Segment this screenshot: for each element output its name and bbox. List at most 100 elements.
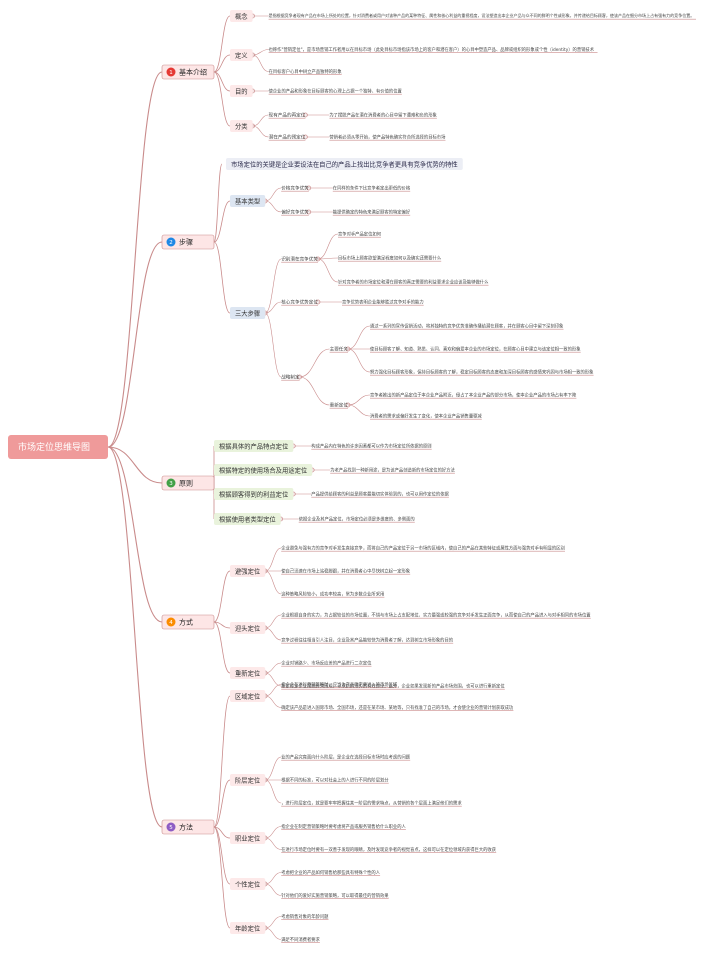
leaf-text: 竞争对手产品定位如何 — [338, 231, 382, 238]
leaf-text: 根据不同的标准，可以对社会上的人进行不同的阶层划分 — [281, 777, 389, 784]
branch-number: 4 — [169, 620, 173, 626]
leaf-text: 指企业在进行营销策略时，应当为产品确定要进入的市场区域 — [281, 681, 398, 688]
topic-4-2-label: 迎头定位 — [235, 624, 261, 633]
topic-5-5[interactable] — [230, 922, 266, 934]
leaf-text: 通过一系列的宣传促销活动，将其独特的竞争优势准确传播给潜在顾客，并在顾客心目中留… — [370, 323, 564, 330]
leaf-text: 考虑把企业的产品如何销售给那些具有特殊个性的人 — [281, 869, 381, 876]
branch-label: 方法 — [179, 823, 193, 832]
item-label: 战略制定 — [281, 374, 300, 381]
topic-3-3[interactable] — [214, 488, 294, 500]
topic-4-1-label: 避强定位 — [235, 567, 261, 576]
leaf-text: 目标市场上顾客欲望满足程度如何以及确实还需要什么 — [338, 255, 442, 262]
leaf-text: 指企业在制定营销策略时要考虑将产品或服务销售给什么职业的人 — [281, 823, 406, 830]
topic-5-3[interactable] — [230, 832, 266, 844]
topic-3-3-label: 根据顾客得到的利益定位 — [219, 490, 289, 499]
leaf-text: 使自己迅速在市场上站稳脚跟，并在消费者心中尽快树立起一定形象 — [281, 568, 411, 575]
leaf-text: 为老产品找到一种新用途，是为该产品创造新的市场定位的好方法 — [330, 467, 455, 474]
topic-1-2-label: 定义 — [235, 51, 248, 60]
topic-5-2-label: 阶层定位 — [235, 776, 261, 785]
topic-4-1[interactable] — [230, 565, 266, 577]
topic-1-4[interactable] — [230, 120, 253, 132]
leaf-text: 营销者必须从零开始，使产品特色确实符合所选择的目标市场 — [329, 134, 446, 141]
topic-5-3-label: 职业定位 — [235, 834, 261, 843]
leaf-text: 这种策略风险较小，成功率较高，常为多数企业所采用 — [281, 591, 384, 598]
mind-map-nodes: 市场定位思维导图 1 基本介绍 概念 是指根据竞争者现有产品在市场上所处的位置，针对消费… — [8, 10, 694, 943]
leaf-text: 企业对销路少、市场反应差的产品进行二次定位 — [281, 660, 372, 667]
leaf-text: 竞争优势表明企业能够胜过竞争对手的能力 — [342, 299, 424, 306]
headline-box-label: 市场定位的关键是企业要设法在自己的产品上找出比竞争者更具有竞争优势的特性 — [231, 160, 458, 169]
topic-1-2[interactable] — [230, 49, 253, 61]
topic-4-3[interactable] — [230, 667, 266, 679]
item-label: 识别潜在竞争优势 — [281, 256, 318, 263]
leaf-text: 使企业的产品和形象在目标顾客的心理上占据一个独特、有价值的位置 — [269, 88, 403, 95]
leaf-text: 确定该产品是进入国际市场、全国市场，还是在某市场、某地等，只有找准了自己的市场，… — [281, 704, 514, 711]
topic-4-3-label: 重新定位 — [235, 669, 261, 678]
leaf-text: 在目标客户心目中树立产品独特的形象 — [269, 68, 343, 75]
item-label: 价格竞争优势 — [281, 185, 309, 192]
topic-2-1[interactable] — [230, 195, 266, 207]
leaf-text: 企业避免与强有力的竞争对手发生直接竞争，而将自己的产品定位于另一市场的区域内，使… — [281, 545, 565, 552]
leaf-text: 是指根据竞争者现有产品在市场上所处的位置，针对消费者或用户对该种产品的某种特征、… — [269, 12, 695, 18]
branch-number: 1 — [169, 70, 173, 76]
item-label: 现有产品的再定位 — [269, 112, 306, 119]
item-label: 核心竞争优势定位 — [281, 299, 318, 306]
branch-number-badge — [166, 617, 176, 627]
branch-label: 方式 — [179, 618, 193, 627]
topic-5-2[interactable] — [230, 774, 266, 786]
leaf-text: 能提供确定的特色来满足顾客的特定偏好 — [333, 209, 411, 216]
branch-5[interactable] — [161, 819, 215, 835]
leaf-text: 产品提供给顾客的利益是顾客最能切实体验到的，也可以用作定位的依据 — [311, 491, 449, 498]
leaf-text: 新定位是企业摆脱经营困境、寻求新的活力的有效途径。此外，企业如果发现新的产品市场… — [281, 683, 505, 690]
branch-number: 3 — [169, 481, 173, 487]
leaf-text: 业的产品究竟面向什么阶层，是企业在选择目标市场时应考虑的问题 — [281, 754, 411, 761]
root-title: 市场定位思维导图 — [18, 441, 90, 453]
leaf-text: 在同样的条件下比竞争者定出更低的价格 — [333, 185, 411, 192]
branch-number-badge — [166, 237, 176, 247]
connector-lines — [107, 13, 696, 944]
branch-number-badge — [166, 822, 176, 832]
leaf-text: 也称作"营销定位"，是市场营销工作者用以在目标市场（此处目标市场指该市场上的客户… — [269, 46, 595, 53]
branch-2[interactable] — [161, 234, 215, 250]
item-label: 主要任务 — [330, 346, 349, 353]
topic-3-4-label: 根据使用者类型定位 — [219, 515, 276, 524]
leaf-text: 竞争者推出的新产品定位于本企业产品附近，侵占了本企业产品的部分市场，使本企业产品… — [370, 392, 577, 399]
leaf-text: 构成产品内在特色的许多因素都可以作为市场定位所依据的原则 — [311, 443, 431, 450]
leaf-text: 消费者的需求或偏好发生了变化，使本企业产品销售量骤减 — [370, 413, 482, 420]
topic-1-1-label: 概念 — [235, 12, 248, 21]
topic-2-2-label: 三大步骤 — [235, 309, 260, 318]
branch-label: 步骤 — [179, 238, 193, 247]
topic-5-5-label: 年龄定位 — [235, 924, 261, 933]
leaf-text: 竞争过程往往相当引人注目，企业及其产品能较快为消费者了解，达到树立市场形象的目的 — [281, 637, 453, 644]
root-node[interactable] — [8, 435, 108, 459]
leaf-text: 考虑销售对象的年龄问题 — [281, 913, 329, 920]
leaf-text: ，进行阶层定位，就是要牢牢把握住某一阶层的需求特点，从营销的各个层面上满足他们的… — [281, 800, 462, 807]
topic-4-2[interactable] — [230, 622, 266, 634]
branch-label: 原则 — [179, 480, 193, 488]
headline-box[interactable] — [226, 158, 463, 170]
topic-1-4-label: 分类 — [235, 122, 248, 131]
branch-1[interactable] — [161, 64, 215, 80]
item-label: 偏好竞争优势 — [281, 209, 309, 216]
topic-3-2-label: 根据特定的使用场合及用途定位 — [219, 466, 308, 475]
leaf-text: 满足不同消费者要求 — [281, 936, 320, 943]
leaf-text: 在进行市场定位时要有一双善于发现的眼睛，及时发现竞争者的视觉盲点，这样可以在定位… — [281, 846, 497, 853]
branch-number-badge — [166, 478, 176, 488]
leaf-text: 针对他们的爱好实施营销策略，可以取得最佳的营销效果 — [281, 892, 389, 899]
leaf-text: 为了摆脱产品在潜在消费者的心目中留下遭难和负的形象 — [329, 112, 437, 119]
topic-3-4[interactable] — [214, 513, 281, 525]
topic-5-4[interactable] — [230, 878, 266, 890]
topic-1-1[interactable] — [230, 10, 253, 22]
topic-1-3[interactable] — [230, 85, 253, 97]
branch-4[interactable] — [161, 614, 215, 630]
topic-2-2[interactable] — [230, 307, 266, 319]
topic-3-1[interactable] — [214, 440, 294, 452]
topic-2-1-label: 基本类型 — [235, 197, 260, 206]
topic-5-1[interactable] — [230, 690, 266, 702]
branch-3[interactable] — [161, 475, 215, 491]
topic-3-1-label: 根据具体的产品特点定位 — [219, 442, 289, 451]
topic-3-2[interactable] — [214, 464, 313, 476]
branch-label: 基本介绍 — [179, 68, 207, 77]
topic-1-3-label: 目的 — [235, 87, 248, 96]
leaf-text: 使目标顾客了解、知道、熟悉、认同、喜欢和偏爱本企业的市场定位，在顾客心目中建立与… — [370, 346, 581, 353]
